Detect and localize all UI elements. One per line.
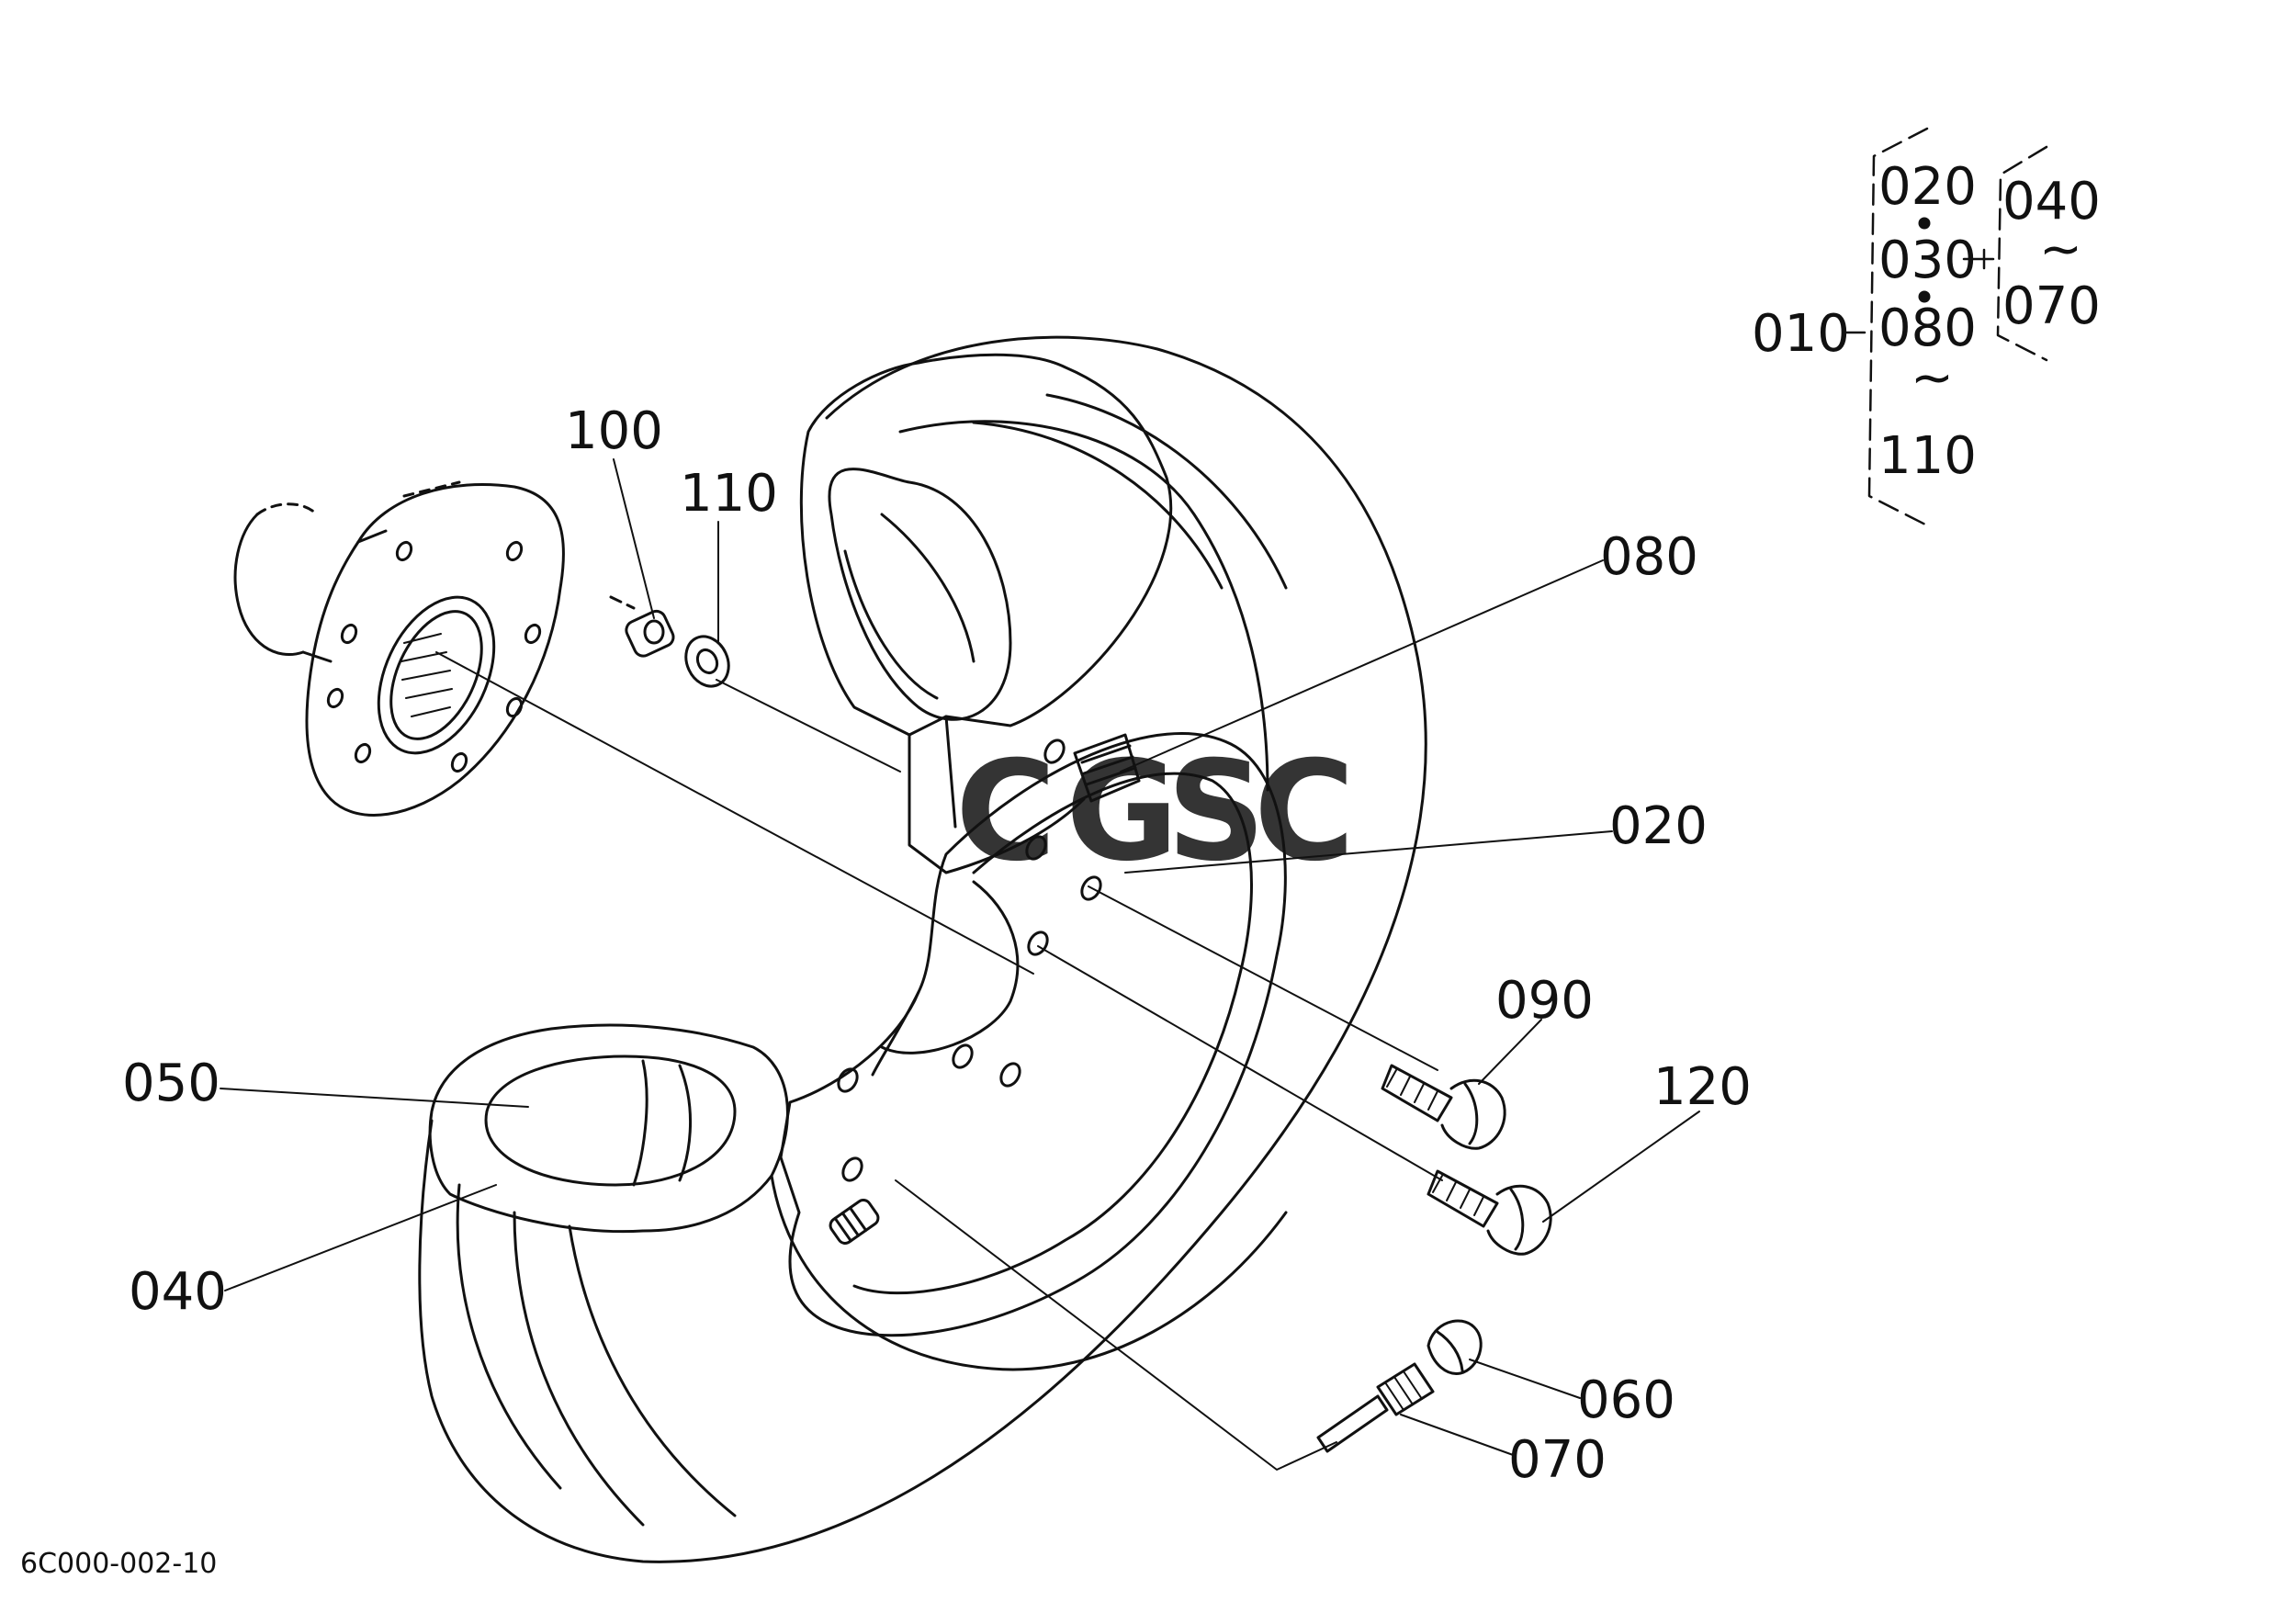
nut-100 xyxy=(625,609,675,658)
tire-tread-rib xyxy=(898,420,1269,792)
hub-bolt-hole xyxy=(354,742,372,764)
valve-070 xyxy=(1316,1362,1435,1453)
bolt-hole xyxy=(952,1043,974,1069)
watermark-letter-c2: C xyxy=(1254,732,1355,892)
callout-labels: 100 110 080 020 090 120 050 040 060 070 xyxy=(122,401,1752,1490)
label-040: 040 xyxy=(129,1262,227,1322)
group-subitem-070: 070 xyxy=(2002,276,2101,336)
tire-tread-rib xyxy=(513,1211,645,1527)
bolt-hole xyxy=(1043,739,1066,764)
tire-outer-outline xyxy=(418,335,1427,1563)
label-050: 050 xyxy=(122,1054,220,1113)
wheel-tire-drawing xyxy=(418,335,1427,1563)
group-item-030: 030 xyxy=(1878,231,1977,290)
group-item-110: 110 xyxy=(1878,426,1977,486)
label-plate-080 xyxy=(1073,733,1141,803)
bolt-hole xyxy=(841,1156,863,1182)
bolt-hole xyxy=(1025,835,1047,861)
group-item-020: 020 xyxy=(1878,157,1977,217)
tire-tread-rib xyxy=(568,1224,737,1517)
watermark-letter-g: G xyxy=(1066,732,1178,892)
bolt-hole xyxy=(837,1067,859,1093)
tire-lower-cap xyxy=(428,1023,789,1234)
label-020: 020 xyxy=(1609,796,1708,856)
washer-110 xyxy=(684,635,730,688)
drawing-code: 6C000-002-10 xyxy=(20,1548,217,1580)
hub-bolt-hole xyxy=(450,751,468,773)
bolt-hole xyxy=(999,1062,1021,1088)
hub-bolt-hole xyxy=(505,540,524,562)
group-sub-range-mark: ~ xyxy=(2039,220,2082,279)
hub-bolt-hole xyxy=(395,540,413,562)
bolt-090 xyxy=(1381,1064,1506,1150)
tire-tread-rib xyxy=(456,1183,562,1490)
label-110: 110 xyxy=(680,464,778,524)
valve-cap-060 xyxy=(1427,1319,1483,1375)
group-root-010: 010 xyxy=(1752,304,1850,364)
valve-seat xyxy=(829,1199,880,1245)
tire-lower-bore xyxy=(484,1054,737,1187)
label-060: 060 xyxy=(1577,1370,1675,1430)
label-120: 120 xyxy=(1653,1057,1752,1117)
hub-bolt-hole xyxy=(524,623,542,645)
disc-center-cutout xyxy=(880,880,1020,1054)
wheel-hub-drawing xyxy=(233,480,565,817)
hub-bolt-hole xyxy=(340,623,358,645)
group-range-mark: ~ xyxy=(1911,348,1954,408)
assembly-group-legend: 010 020 030 080 ~ 110 040 ~ 070 xyxy=(1752,127,2101,527)
tire-upper-cap xyxy=(799,353,1173,737)
cgsc-watermark: C G S C xyxy=(955,732,1355,892)
group-subitem-040: 040 xyxy=(2002,172,2101,231)
tire-tread-rib xyxy=(1045,393,1288,590)
tire-upper-bore xyxy=(828,468,1012,721)
group-item-080: 080 xyxy=(1878,299,1977,358)
watermark-letter-s: S xyxy=(1167,732,1266,892)
bolt-120 xyxy=(1427,1169,1552,1256)
hub-bolt-hole xyxy=(326,687,344,709)
leader-lines xyxy=(220,458,1700,1471)
label-070: 070 xyxy=(1508,1430,1607,1490)
bolt-hole xyxy=(1027,930,1049,956)
hub-bore xyxy=(377,595,496,755)
label-090: 090 xyxy=(1495,971,1594,1031)
tire-tread-rib xyxy=(972,421,1224,590)
hub-flange xyxy=(305,483,565,817)
watermark-letter-c1: C xyxy=(955,732,1056,892)
hub-bolt-hole xyxy=(505,696,524,718)
label-100: 100 xyxy=(565,401,663,461)
wheel-disc-face xyxy=(779,731,1287,1337)
label-080: 080 xyxy=(1600,527,1698,587)
